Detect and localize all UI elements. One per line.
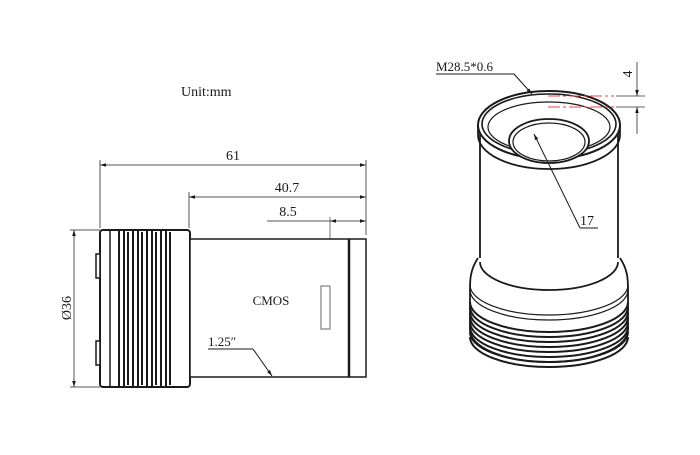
dim-sensor-offset: 8.5: [279, 205, 297, 220]
thread-depth-label: 4: [621, 71, 636, 78]
thread-spec-label: M28.5*0.6: [436, 59, 494, 74]
aperture-label: 17: [580, 214, 594, 229]
cmos-sensor: [320, 285, 331, 330]
barrel-size-label: 1.25″: [208, 334, 236, 349]
thread-leader: [513, 73, 533, 95]
barrel-size-leader: [252, 348, 273, 377]
aperture-leader: [533, 133, 581, 229]
camera-head: [95, 229, 191, 388]
unit-label: Unit:mm: [181, 85, 232, 100]
side-view: 61 40.7 8.5 Ø36: [60, 149, 367, 388]
thread-centerlines: 4: [548, 62, 645, 134]
cmos-label: CMOS: [253, 293, 290, 308]
dim-overall-length: 61: [226, 149, 240, 164]
iso-view: [469, 90, 629, 368]
dim-diameter: Ø36: [60, 296, 75, 320]
thread-rings: [469, 301, 629, 368]
camera-barrel: [189, 238, 367, 378]
dim-body-length: 40.7: [275, 181, 300, 196]
